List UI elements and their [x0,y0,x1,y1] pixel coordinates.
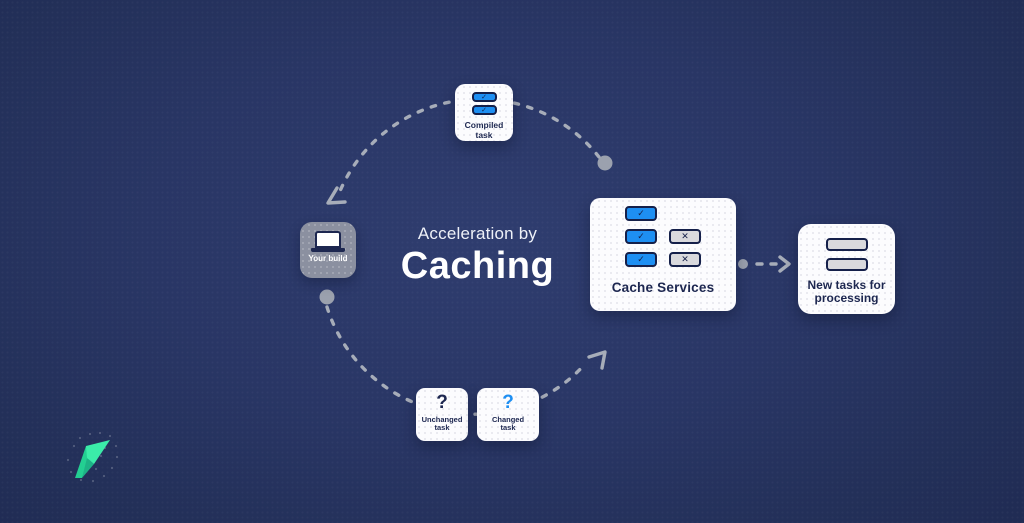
logo-fold [82,458,94,478]
new-tasks-label: New tasks for processing [807,278,886,306]
task-bar-compiled: ✓ [471,92,497,102]
logo-halo-dots [66,431,119,483]
task-bar-compiled: ✓ [471,105,497,115]
new-task-bar [825,238,868,251]
laptop-screen [315,231,341,248]
missed-task-bar: ✕ [669,229,701,244]
bottom-flow-arc [325,305,588,416]
laptop-base [311,248,345,252]
cached-task-bar: ✓ [625,206,657,221]
check-icon: ✓ [637,231,645,241]
missed-task-bar: ✕ [669,252,701,267]
your-build-label: Your build [308,254,348,263]
logo-flag [86,440,110,464]
node-compiled-task: ✓ ✓ Compiled task [455,84,513,141]
laptop-icon [311,231,345,252]
node-changed-task: ? Changed task [477,388,539,441]
cache-row: ✓ [625,206,701,221]
flow-arrowhead-to-build [326,186,347,205]
flow-start-dot-right [738,259,748,269]
node-unchanged-task: ? Unchanged task [416,388,468,441]
unchanged-task-label: Unchanged task [421,414,463,433]
question-icon: ? [436,392,448,413]
flow-start-dot-top [597,155,613,171]
changed-task-label: Changed task [491,414,525,433]
cross-icon: ✕ [681,254,689,264]
cache-row: ✓ ✕ [625,229,701,244]
node-your-build: Your build [300,222,356,278]
cross-icon: ✕ [681,231,689,241]
check-icon: ✓ [481,106,487,114]
check-icon: ✓ [637,208,645,218]
brand-arrow-logo [66,431,119,483]
cache-row: ✓ ✕ [625,252,701,267]
node-cache-services: ✓ ✓ ✕ ✓ ✕ Cache Services [590,198,736,311]
cached-task-bar: ✓ [625,229,657,244]
compiled-task-label: Compiled task [464,120,504,140]
cached-task-bar: ✓ [625,252,657,267]
flow-arrowhead-to-newtasks [778,255,791,273]
new-task-bar [825,258,868,271]
flow-arrowhead-to-cache [587,350,607,370]
check-icon: ✓ [637,254,645,264]
node-new-tasks: New tasks for processing [798,224,895,314]
title-heading: Caching [400,245,555,287]
question-icon: ? [502,392,514,413]
title-eyebrow: Acceleration by [417,224,538,243]
center-title: Acceleration by Caching [355,224,600,288]
check-icon: ✓ [481,93,487,101]
cache-services-label: Cache Services [611,280,715,295]
flow-start-dot-bottom [319,289,335,305]
